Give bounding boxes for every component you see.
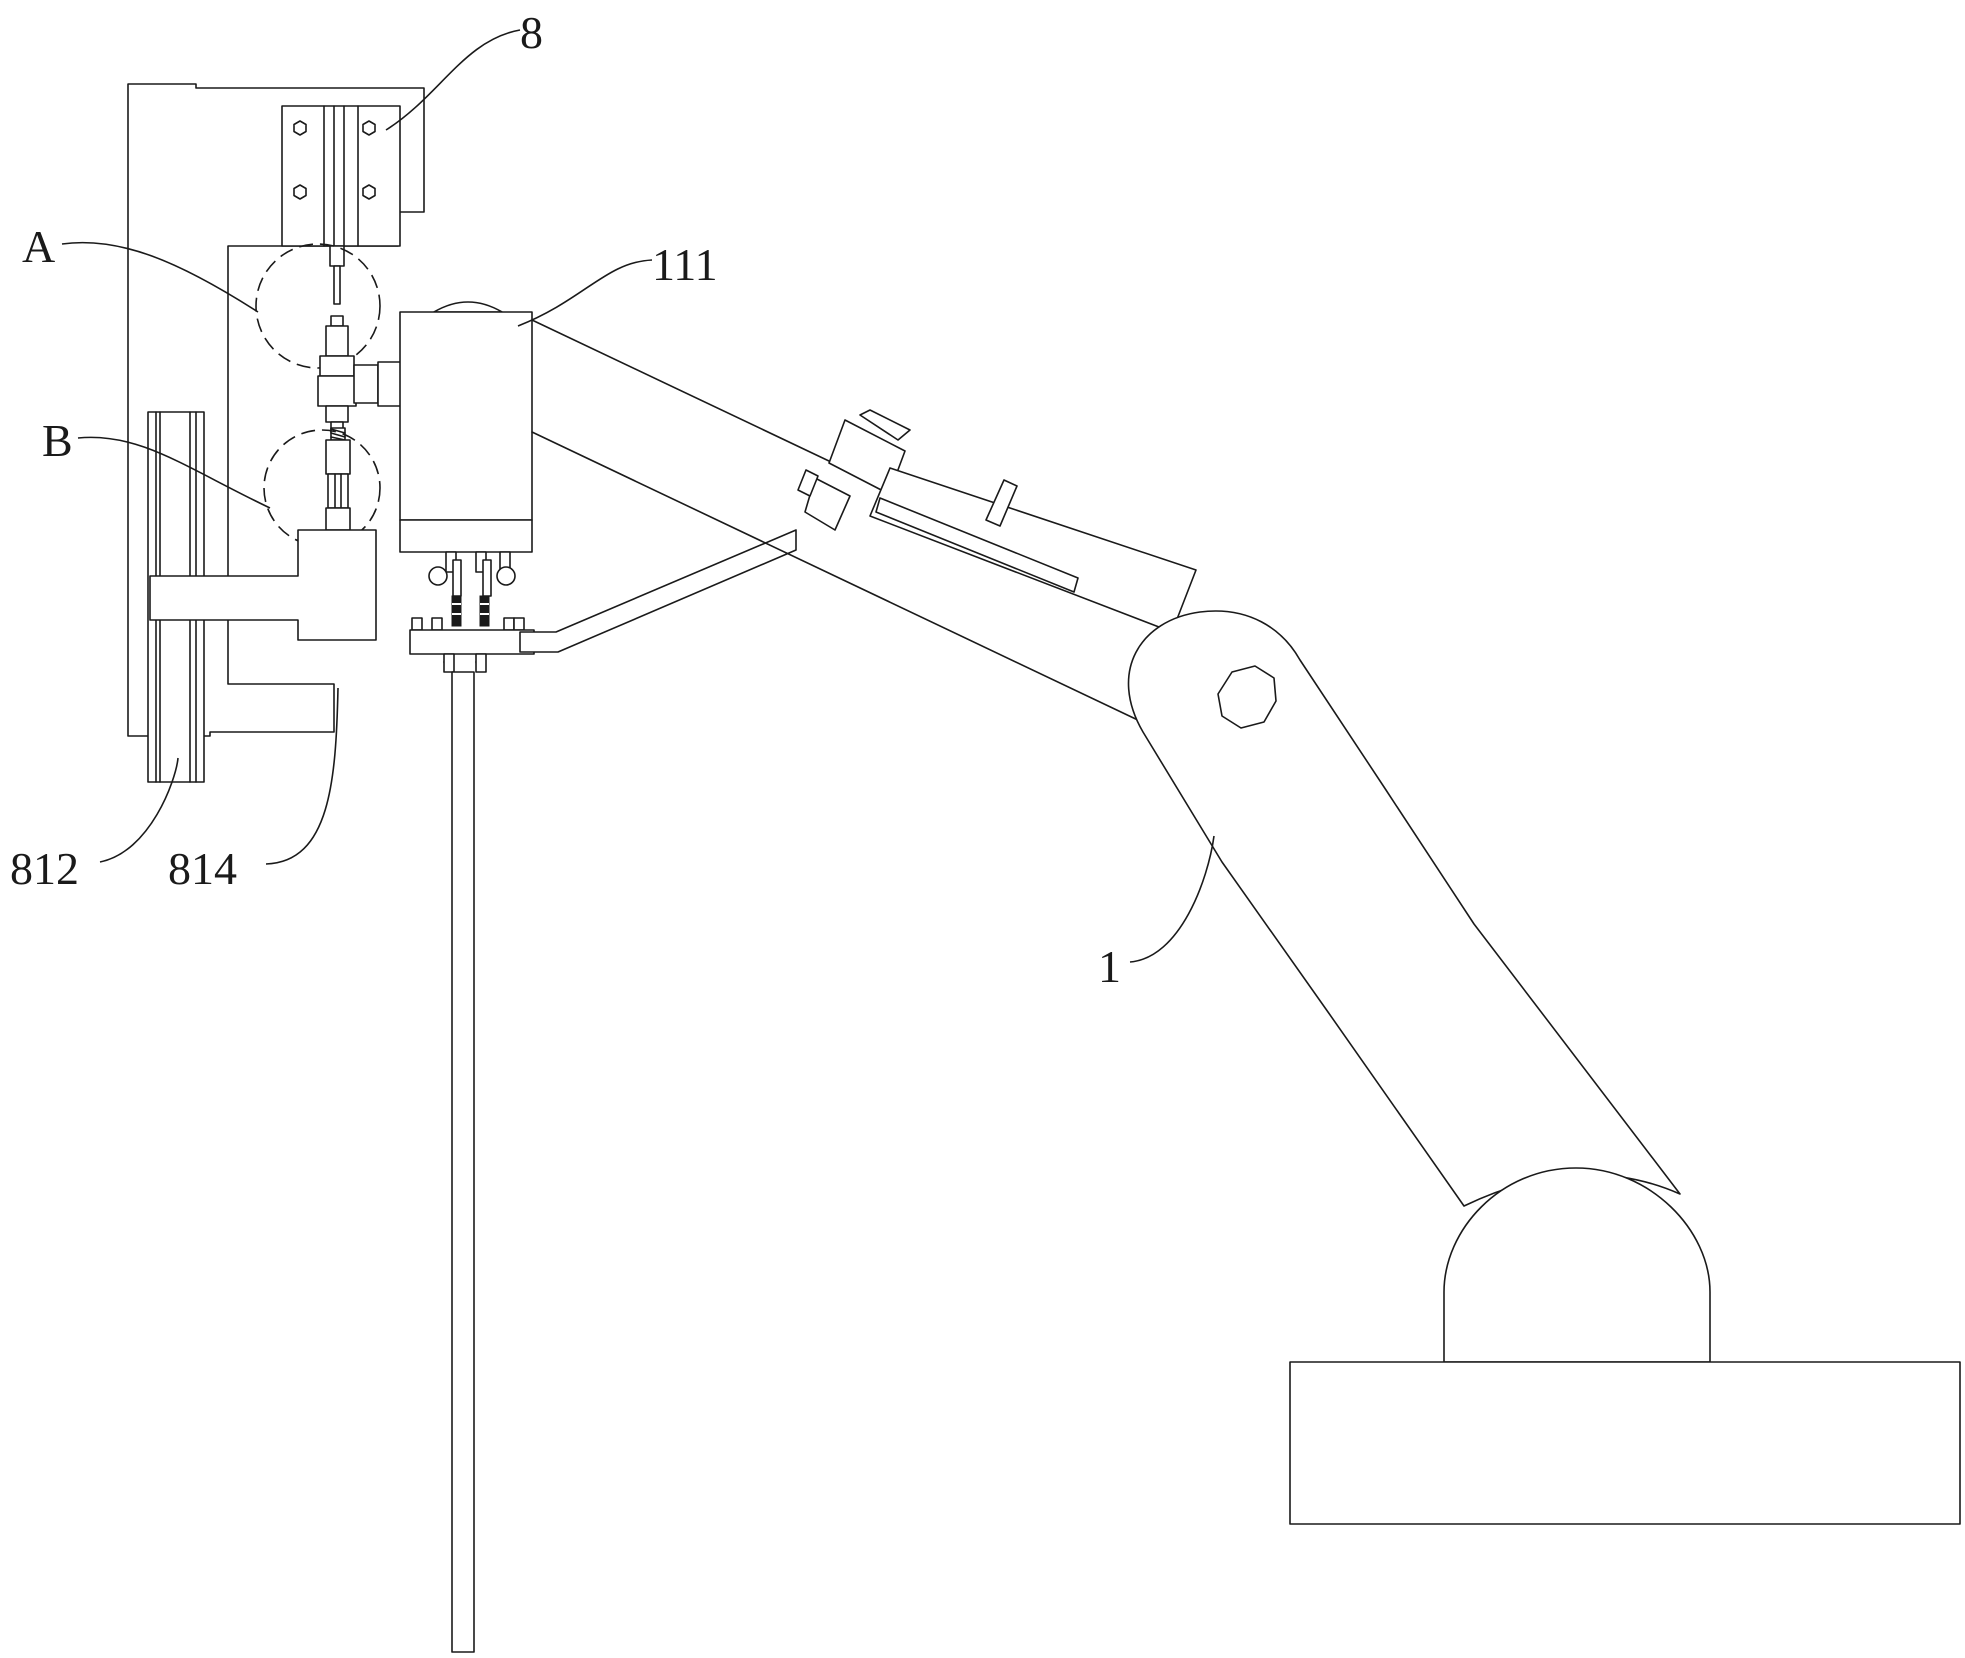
hex-bolt-icon bbox=[362, 120, 376, 136]
bracket-814 bbox=[149, 529, 377, 641]
detail-circle-a bbox=[255, 243, 381, 369]
lower-connector bbox=[325, 439, 351, 531]
label-812: 812 bbox=[10, 843, 79, 894]
probe-upper bbox=[329, 245, 345, 305]
long-shaft bbox=[451, 671, 475, 1653]
mounting-plate bbox=[409, 617, 535, 673]
reference-labels: 8 A 111 B 812 814 1 bbox=[10, 7, 1121, 992]
spindle-motor-111 bbox=[399, 301, 533, 627]
label-b: B bbox=[42, 415, 73, 466]
label-a: A bbox=[22, 221, 55, 272]
label-1: 1 bbox=[1098, 941, 1121, 992]
mounting-frame bbox=[127, 83, 425, 737]
robot-forearm bbox=[531, 319, 1186, 723]
robot-wrist-mount bbox=[797, 409, 1197, 633]
robot-main-arm bbox=[1127, 610, 1681, 1207]
hex-bolt-icon bbox=[293, 184, 307, 200]
detail-circle-b bbox=[263, 429, 381, 547]
fitting-assembly bbox=[317, 315, 403, 433]
hex-bolt-icon bbox=[362, 184, 376, 200]
label-814: 814 bbox=[168, 843, 237, 894]
label-8: 8 bbox=[520, 7, 543, 58]
hex-bolt-icon bbox=[293, 120, 307, 136]
support-arm bbox=[519, 529, 797, 653]
callout-leaders bbox=[61, 29, 1215, 963]
clamp-block bbox=[281, 105, 401, 247]
robot-base bbox=[1289, 1167, 1961, 1525]
joint-pin-icon bbox=[1217, 665, 1277, 729]
label-111: 111 bbox=[652, 239, 718, 290]
